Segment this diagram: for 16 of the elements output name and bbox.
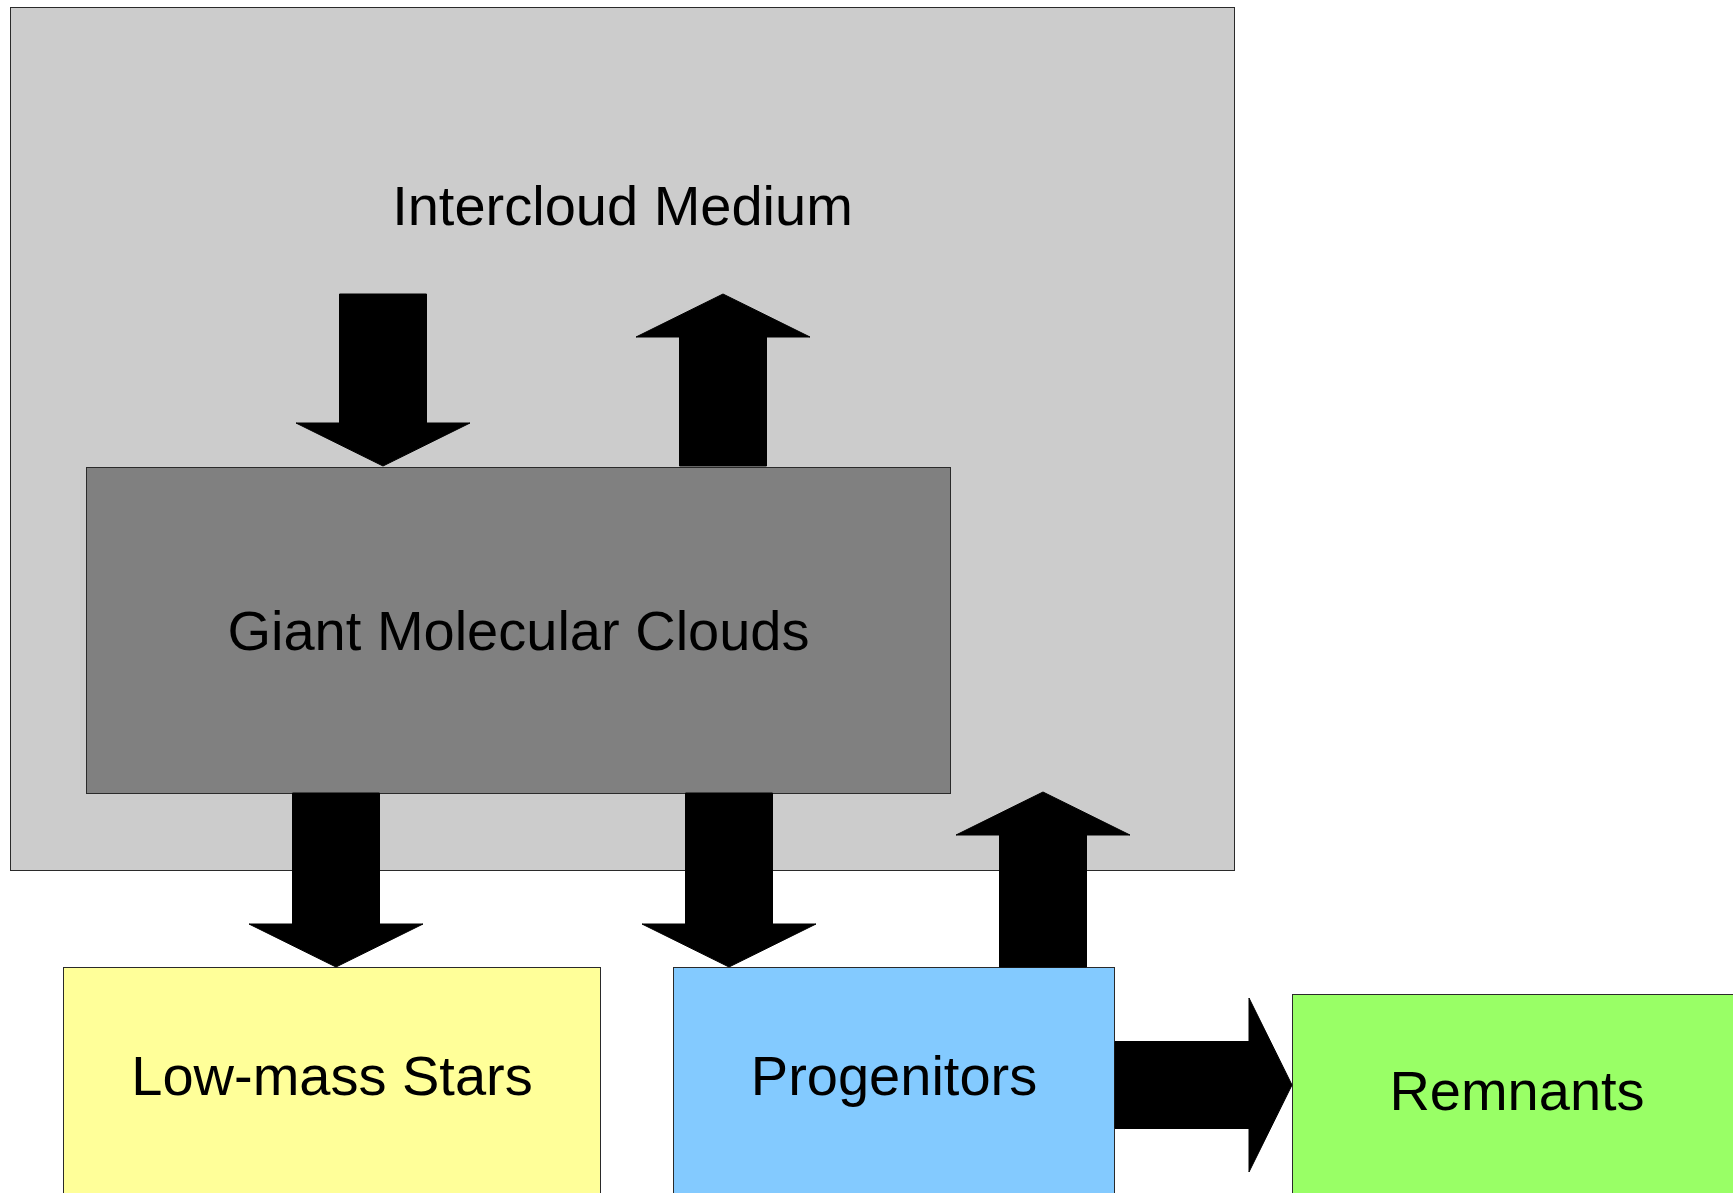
process-box — [86, 467, 951, 794]
block-arrow — [955, 791, 1131, 968]
node-label: Giant Molecular Clouds — [227, 598, 810, 663]
block-arrow — [295, 293, 471, 467]
block-arrow — [1114, 997, 1293, 1173]
process-box — [63, 967, 601, 1193]
node-label: Remnants — [1389, 1058, 1645, 1123]
block-arrow — [641, 792, 817, 968]
node-label: Low-mass Stars — [131, 1042, 533, 1108]
block-arrow — [635, 293, 811, 467]
process-box — [673, 967, 1115, 1193]
node-label: Progenitors — [750, 1042, 1038, 1108]
block-arrow — [248, 792, 424, 968]
region-box — [10, 7, 1235, 871]
node-label: Intercloud Medium — [392, 173, 853, 238]
process-box — [1292, 994, 1733, 1193]
